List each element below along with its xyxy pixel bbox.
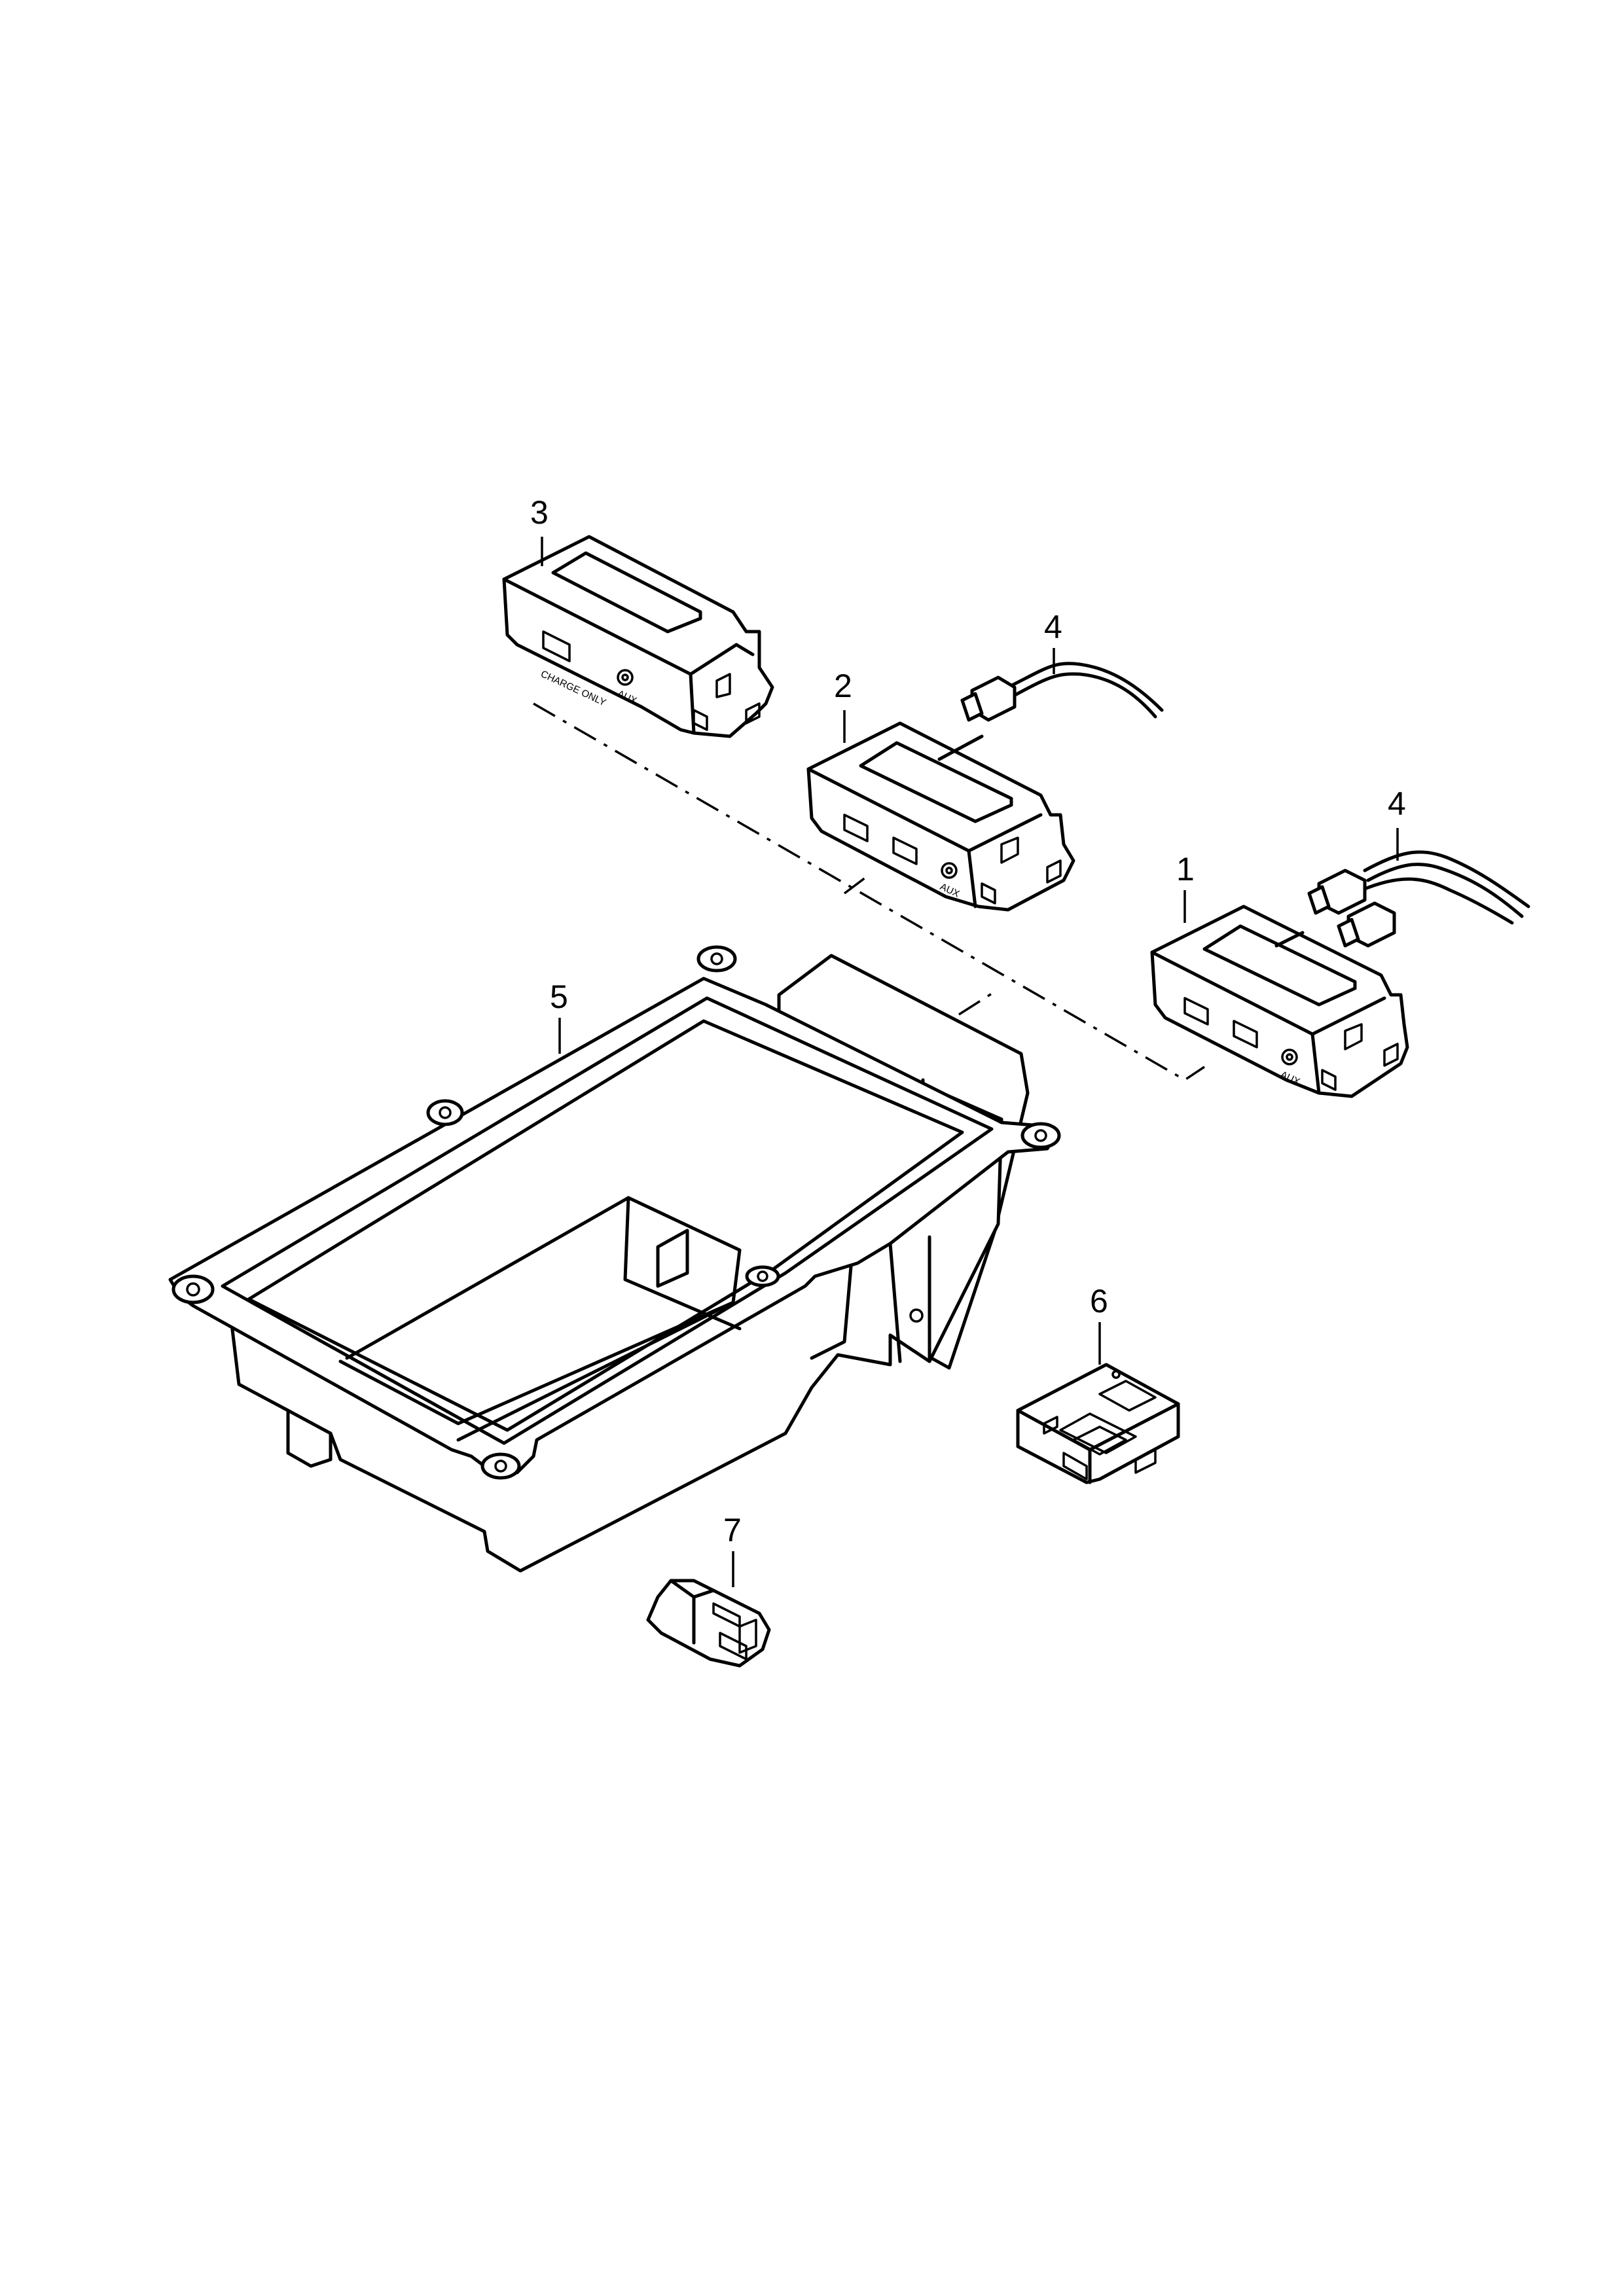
callout-labels: 3 2 4 4 1 5 6 7	[530, 494, 1406, 1549]
cable-upper[interactable]	[937, 662, 1164, 761]
usb-hub-2[interactable]: AUX	[806, 721, 1075, 912]
callout-leader-lines	[541, 537, 1399, 1587]
storage-tray[interactable]	[168, 945, 1061, 1573]
callout-7: 7	[723, 1512, 742, 1549]
callout-1: 1	[1176, 851, 1195, 888]
mounting-tab	[171, 1274, 215, 1304]
assembly-guide-lines	[533, 702, 1205, 1082]
callout-2: 2	[834, 668, 852, 704]
mounting-tab	[696, 945, 737, 973]
callout-4-lower: 4	[1388, 785, 1406, 822]
adapter-6[interactable]	[1016, 1363, 1180, 1484]
usb-hub-1[interactable]: AUX	[1150, 905, 1409, 1098]
socket-7[interactable]	[646, 1579, 771, 1668]
usb-hub-3[interactable]: CHARGE ONLY AUX	[502, 535, 774, 738]
mounting-tab	[1020, 1122, 1061, 1149]
callout-6: 6	[1090, 1283, 1108, 1319]
mounting-tab	[426, 1099, 464, 1126]
callout-4-upper: 4	[1044, 609, 1062, 645]
mounting-tab	[480, 1452, 521, 1480]
mounting-tab	[745, 1265, 780, 1287]
callout-5: 5	[550, 978, 568, 1015]
callout-3: 3	[530, 494, 549, 531]
cable-lower[interactable]	[1274, 850, 1530, 948]
